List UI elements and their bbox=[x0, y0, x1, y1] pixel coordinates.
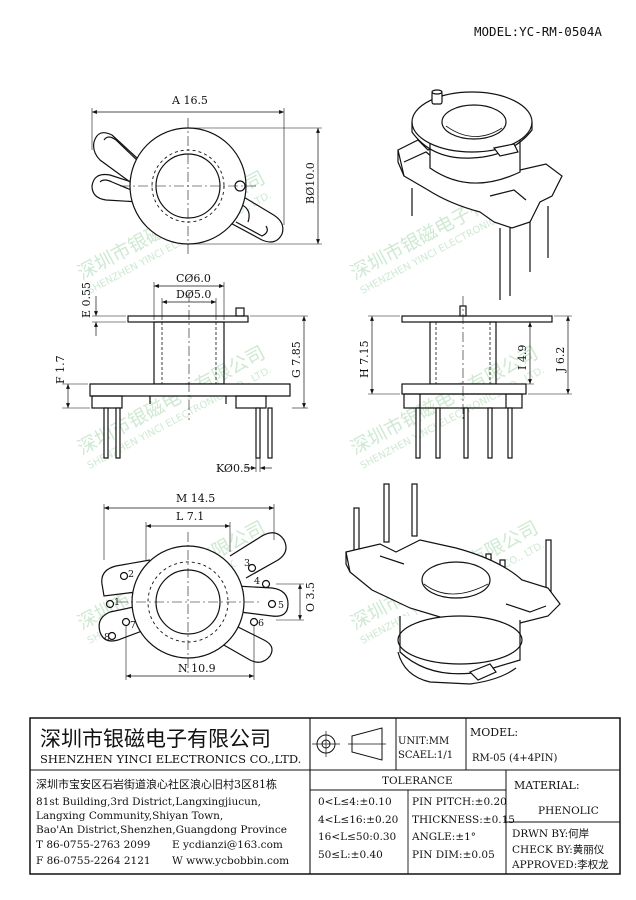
dim-c-label: CØ6.0 bbox=[176, 272, 211, 285]
telephone: T 86-0755-2763 2099 bbox=[36, 839, 151, 851]
bottom-view bbox=[98, 504, 304, 680]
dim-k-label: KØ0.5 bbox=[216, 462, 250, 475]
scale-label: SCAEL:1/1 bbox=[398, 750, 454, 761]
pin-number: 5 bbox=[278, 600, 284, 611]
iso-view-top bbox=[397, 89, 563, 300]
dim-f-label: F 1.7 bbox=[54, 355, 67, 384]
dim-o-label: O 3.5 bbox=[304, 582, 317, 612]
pin-spec-row: PIN DIM:±0.05 bbox=[412, 849, 495, 861]
front-view bbox=[62, 282, 308, 472]
dim-b-label: BØ10.0 bbox=[304, 162, 317, 204]
model-value: RM-05 (4+4PIN) bbox=[472, 753, 558, 764]
dim-e-label: E 0.55 bbox=[80, 282, 93, 318]
dim-g-label: G 7.85 bbox=[290, 341, 303, 378]
drawn-by: DRWN BY:何岸 bbox=[512, 828, 590, 840]
model-number: MODEL:YC-RM-0504A bbox=[474, 24, 602, 39]
pin-number: 4 bbox=[254, 576, 260, 587]
top-view bbox=[91, 108, 322, 254]
pin-spec-row: ANGLE:±1° bbox=[412, 831, 477, 843]
watermark-cn: 深圳市银磁电子有限公司 bbox=[347, 342, 542, 460]
dim-l-label: L 7.1 bbox=[176, 510, 204, 523]
material-label: MATERIAL: bbox=[514, 779, 580, 792]
tolerance-row: 50≤L:±0.40 bbox=[318, 849, 383, 861]
approved-by: APPROVED:李权龙 bbox=[512, 859, 609, 871]
pin-number: 3 bbox=[244, 558, 250, 569]
material-value: PHENOLIC bbox=[538, 805, 599, 817]
dim-j-label: J 6.2 bbox=[554, 347, 567, 373]
pin-spec-row: PIN PITCH:±0.20 bbox=[412, 796, 507, 808]
pin-spec-row: THICKNESS:±0.15 bbox=[412, 814, 515, 826]
tolerance-row: 16<L≤50:0.30 bbox=[318, 831, 397, 843]
address-en-2: Langxing Community,Shiyan Town, bbox=[36, 810, 224, 822]
tolerance-row: 0<L≤4:±0.10 bbox=[318, 796, 392, 808]
pin-number: 8 bbox=[104, 632, 110, 643]
website: W www.ycbobbin.com bbox=[172, 855, 290, 867]
fax: F 86-0755-2264 2121 bbox=[36, 855, 151, 867]
pin-number: 2 bbox=[128, 569, 134, 580]
watermark-cn: 深圳市银磁电子有限公司 bbox=[74, 342, 269, 460]
pin-number: 6 bbox=[258, 618, 264, 629]
model-label: MODEL: bbox=[470, 726, 519, 739]
side-view bbox=[368, 296, 572, 459]
dim-m-label: M 14.5 bbox=[176, 492, 215, 505]
tolerance-row: 4<L≤16:±0.20 bbox=[318, 814, 399, 826]
company-name-en: SHENZHEN YINCI ELECTRONICS CO.,LTD. bbox=[40, 752, 302, 766]
pin-number: 7 bbox=[130, 620, 136, 631]
dim-n-label: N 10.9 bbox=[178, 662, 216, 675]
company-name-cn: 深圳市银磁电子有限公司 bbox=[40, 727, 271, 751]
iso-view-bottom bbox=[345, 483, 561, 685]
email: E ycdianzi@163.com bbox=[172, 839, 283, 851]
dim-a-label: A 16.5 bbox=[171, 94, 208, 107]
dim-h-label: H 7.15 bbox=[358, 340, 371, 378]
unit-label: UNIT:MM bbox=[398, 736, 450, 747]
address-cn: 深圳市宝安区石岩街道浪心社区浪心旧村3区81栋 bbox=[36, 778, 277, 791]
title-block bbox=[29, 717, 621, 875]
address-en-1: 81st Building,3rd District,Langxingjiucu… bbox=[36, 796, 261, 808]
pin-number: 1 bbox=[114, 597, 120, 608]
address-en-3: Bao'An District,Shenzhen,Guangdong Provi… bbox=[36, 824, 287, 836]
tolerance-title: TOLERANCE bbox=[382, 775, 453, 787]
dim-d-label: DØ5.0 bbox=[176, 288, 211, 301]
dim-i-label: I 4.9 bbox=[516, 345, 529, 370]
checked-by: CHECK BY:黄丽仪 bbox=[512, 844, 605, 856]
